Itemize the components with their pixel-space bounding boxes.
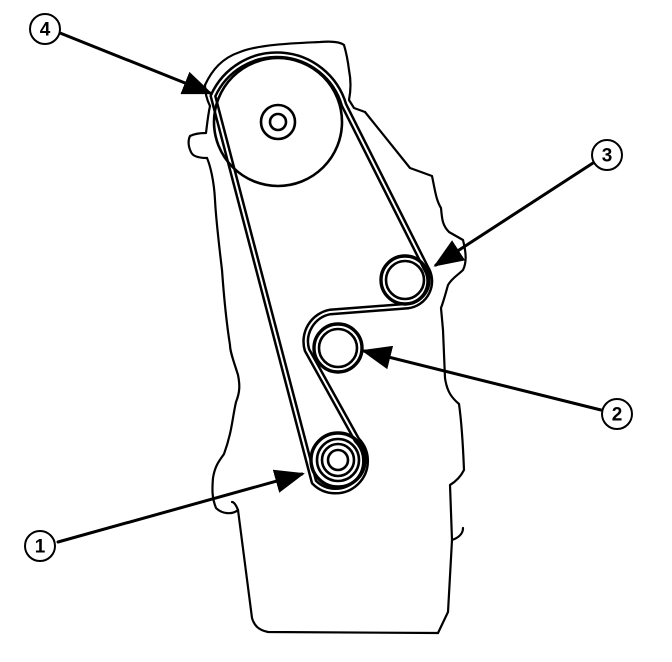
leader-line-4 — [58, 31, 213, 95]
callout-label-4: 4 — [40, 20, 51, 41]
engine-block-outline — [187, 40, 467, 635]
callout-2: 2 — [361, 345, 633, 430]
leader-line-1 — [56, 469, 305, 544]
callout-circle-3 — [591, 139, 623, 171]
crankshaft-pulley — [309, 431, 367, 489]
idler-pulley — [312, 322, 364, 374]
callout-3: 3 — [433, 139, 623, 267]
callout-circle-4 — [29, 13, 61, 45]
timing-belt — [209, 51, 434, 495]
callout-label-3: 3 — [602, 146, 613, 167]
callout-circle-1 — [24, 530, 56, 562]
callout-4: 4 — [29, 13, 213, 95]
callout-circle-2 — [601, 398, 633, 430]
leader-line-3 — [433, 161, 595, 267]
camshaft-pulley — [212, 56, 344, 188]
callout-1: 1 — [24, 469, 305, 562]
tensioner-pulley — [379, 254, 431, 306]
callout-label-1: 1 — [35, 537, 46, 558]
callout-label-2: 2 — [612, 405, 623, 426]
leader-line-2 — [361, 345, 603, 412]
